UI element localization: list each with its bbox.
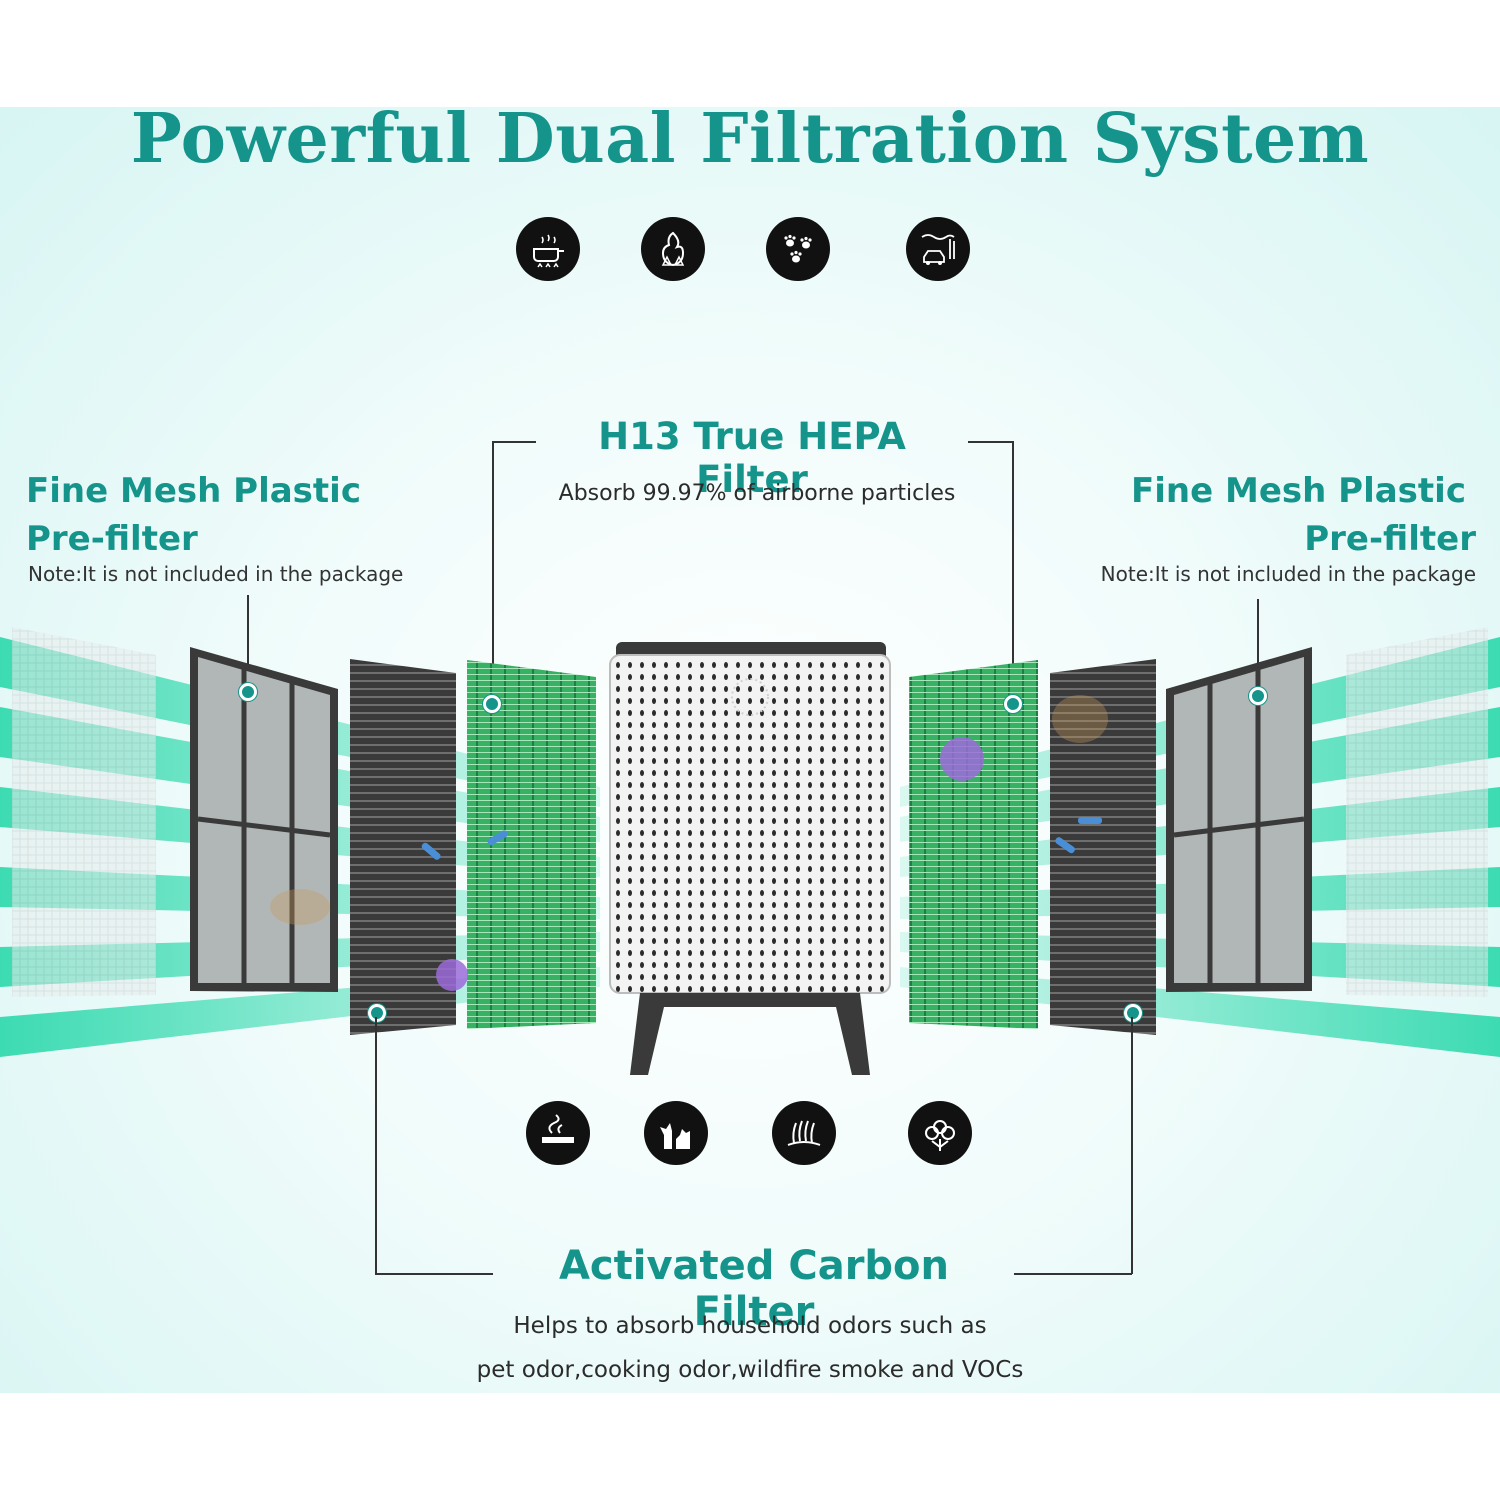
prefilter-right-heading-1: Fine Mesh Plastic [1131, 471, 1466, 511]
prefilter-right-marker [1249, 687, 1267, 705]
prefilter-left-heading-1: Fine Mesh Plastic [26, 471, 361, 511]
hepa-bracket-right-drop [1012, 441, 1014, 703]
carbon-bracket-right-drop [1131, 1017, 1133, 1274]
prefilter-right-panel [1166, 647, 1312, 992]
carbon-left-marker [368, 1004, 386, 1022]
prefilter-left-leader [247, 595, 249, 690]
carbon-heading: Activated Carbon Filter [558, 1243, 950, 1335]
hepa-bracket-left-drop [492, 441, 494, 703]
prefilter-left-heading-2: Pre-filter [26, 519, 198, 559]
infographic-canvas: Powerful Dual Filtration System H13 True… [0, 107, 1500, 1393]
hepa-bracket-top-left [492, 441, 536, 443]
wildfire-icon [641, 217, 705, 281]
cooking-pot-icon [516, 217, 580, 281]
carbon-bracket-bottom-left [375, 1273, 493, 1275]
outer-panel-right [1346, 627, 1488, 997]
hepa-bracket-top-right [968, 441, 1013, 443]
hepa-filter-left-panel [467, 660, 596, 1029]
prefilter-left-note: Note:It is not included in the package [28, 562, 404, 586]
hepa-description: Absorb 99.97% of airborne particles [558, 481, 956, 506]
prefilter-right-leader [1257, 599, 1259, 694]
air-purifier-unit [609, 642, 891, 1075]
paw-prints-icon [766, 217, 830, 281]
smoking-icon [526, 1101, 590, 1165]
carbon-filter-right-panel [1050, 659, 1156, 1035]
hepa-filter-right-panel [909, 660, 1038, 1029]
carbon-bracket-left-drop [375, 1017, 377, 1274]
carbon-right-marker [1124, 1004, 1142, 1022]
hepa-left-marker [483, 695, 501, 713]
pollutant-particles [270, 695, 1108, 991]
prefilter-right-note: Note:It is not included in the package [1100, 562, 1476, 586]
hair-icon [772, 1101, 836, 1165]
page-title: Powerful Dual Filtration System [130, 107, 1370, 179]
carbon-description-2: pet odor,cooking odor,wildfire smoke and… [476, 1357, 1024, 1383]
hepa-heading: H13 True HEPA Filter [598, 415, 906, 501]
hepa-right-marker [1004, 695, 1022, 713]
cotton-pollen-icon [908, 1101, 972, 1165]
prefilter-left-marker [239, 683, 257, 701]
outer-panel-left [12, 627, 156, 997]
carbon-bracket-bottom-right [1014, 1273, 1132, 1275]
car-exhaust-icon [906, 217, 970, 281]
prefilter-left-panel [190, 647, 338, 992]
carbon-filter-left-panel [350, 659, 456, 1035]
prefilter-right-heading-2: Pre-filter [1304, 519, 1476, 559]
pet-dander-icon [644, 1101, 708, 1165]
filter-assembly [12, 627, 1488, 1075]
carbon-description-1: Helps to absorb household odors such as [513, 1313, 987, 1339]
